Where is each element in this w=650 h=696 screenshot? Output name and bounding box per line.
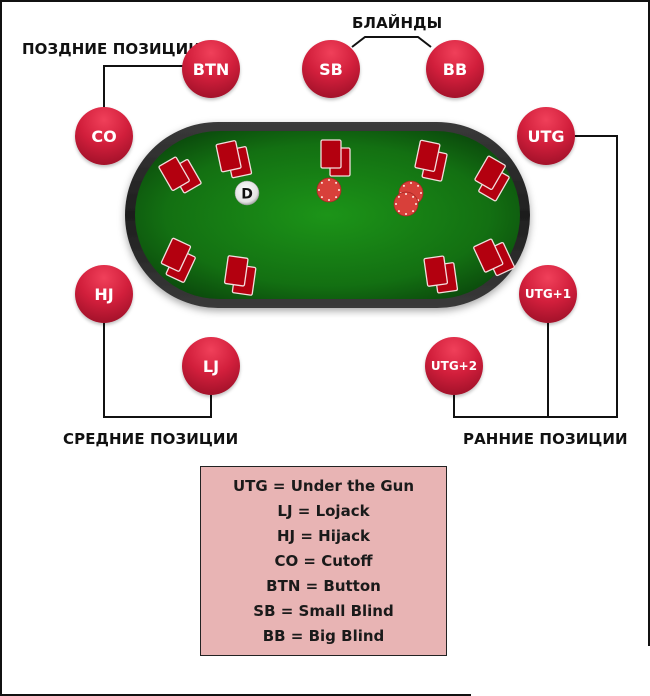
seat-btn: BTN bbox=[182, 40, 240, 98]
seat-bb: BB bbox=[426, 40, 484, 98]
legend-line-utg: UTG = Under the Gun bbox=[232, 476, 415, 495]
cards-utg2 bbox=[423, 255, 459, 294]
blinds-connector bbox=[351, 36, 432, 48]
late-connector bbox=[103, 65, 183, 108]
chips-layer bbox=[316, 177, 424, 217]
seat-co: CO bbox=[75, 107, 133, 165]
cards-utg1 bbox=[473, 238, 515, 277]
legend-line-hj: HJ = Hijack bbox=[277, 526, 370, 545]
cards-bb bbox=[414, 139, 448, 182]
hole-card bbox=[158, 156, 190, 191]
hole-card bbox=[223, 255, 249, 287]
seat-utg2: UTG+2 bbox=[425, 337, 483, 395]
cards-layer bbox=[158, 139, 515, 296]
legend-line-bb: BB = Big Blind bbox=[262, 626, 385, 645]
frame-border-bottom bbox=[0, 694, 471, 696]
connector-lines bbox=[103, 36, 618, 418]
cards-utg bbox=[474, 155, 510, 202]
dealer-button-label: D bbox=[241, 187, 253, 203]
cards-lj bbox=[223, 255, 257, 296]
hole-card bbox=[473, 238, 504, 273]
cards-hj bbox=[160, 237, 196, 283]
dealer-button: D bbox=[234, 180, 260, 206]
hole-card bbox=[414, 139, 441, 172]
middle-positions-label: СРЕДНИЕ ПОЗИЦИИ bbox=[63, 430, 239, 448]
seat-sb: SB bbox=[302, 40, 360, 98]
frame-border-top bbox=[0, 0, 650, 2]
abbreviation-legend: UTG = Under the Gun LJ = Lojack HJ = Hij… bbox=[200, 466, 447, 656]
seat-hj: HJ bbox=[75, 265, 133, 323]
frame-border-left bbox=[0, 0, 2, 696]
cards-sb bbox=[320, 139, 351, 177]
legend-line-co: CO = Cutoff bbox=[274, 551, 373, 570]
chip-bb-front bbox=[393, 191, 419, 217]
legend-line-lj: LJ = Lojack bbox=[277, 501, 370, 520]
chip-sb bbox=[316, 177, 342, 203]
hole-card bbox=[423, 255, 449, 287]
seat-lj: LJ bbox=[182, 337, 240, 395]
late-positions-label: ПОЗДНИЕ ПОЗИЦИИ bbox=[22, 40, 201, 58]
legend-line-btn: BTN = Button bbox=[266, 576, 381, 595]
frame-border-right bbox=[648, 0, 650, 646]
seat-utg1: UTG+1 bbox=[519, 265, 577, 323]
seat-utg: UTG bbox=[517, 107, 575, 165]
legend-line-sb: SB = Small Blind bbox=[253, 601, 394, 620]
cards-co bbox=[158, 156, 202, 194]
cards-btn bbox=[215, 140, 253, 179]
hole-card bbox=[160, 237, 192, 272]
blinds-label: БЛАЙНДЫ bbox=[352, 14, 443, 32]
hole-card bbox=[474, 155, 506, 190]
hole-card bbox=[215, 140, 242, 173]
early-positions-label: РАННИЕ ПОЗИЦИИ bbox=[463, 430, 628, 448]
early-connector-utg bbox=[453, 135, 618, 418]
hole-card bbox=[320, 139, 342, 169]
middle-connector bbox=[103, 323, 212, 418]
